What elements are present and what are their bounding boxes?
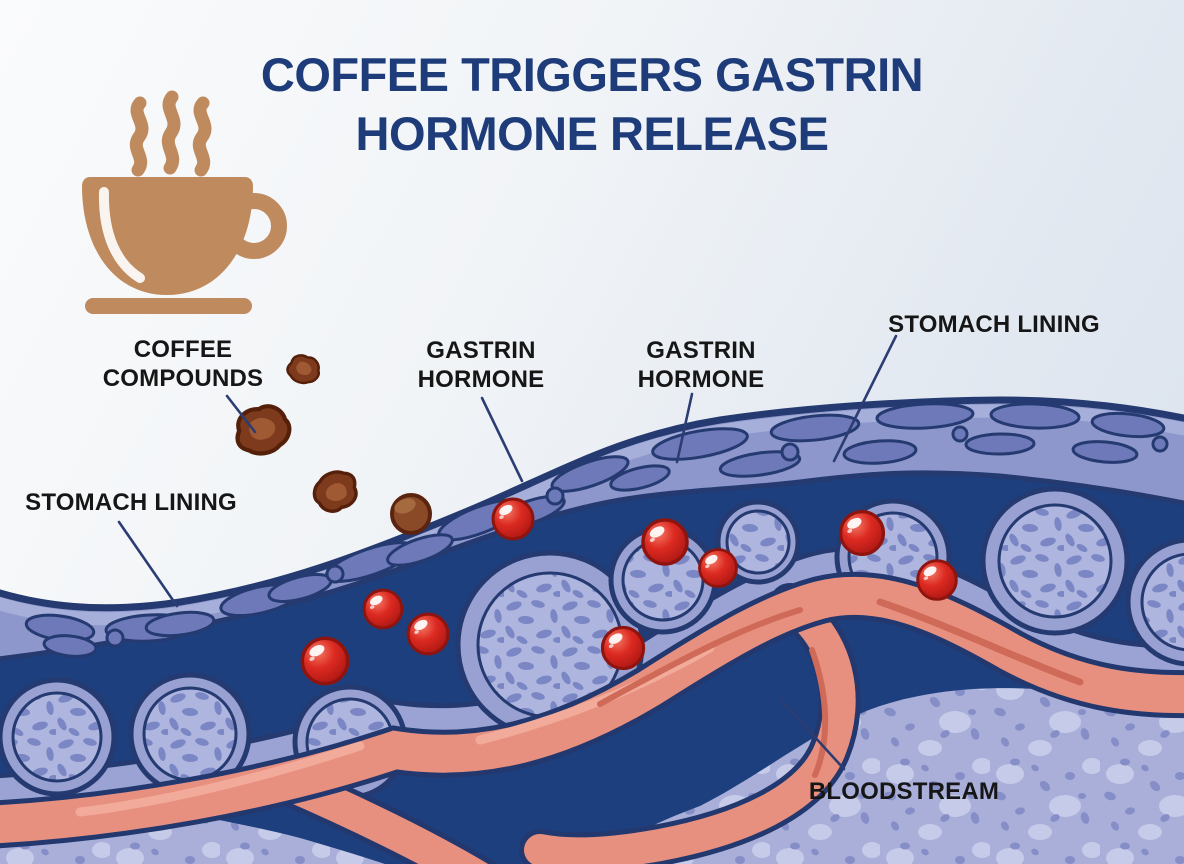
hormone-dot [916, 559, 958, 601]
blood-vessels [0, 571, 1184, 864]
coffee-compound-blob [283, 350, 325, 389]
label-gastrin-hormone-left: GASTRIN HORMONE [417, 337, 545, 393]
page-title: COFFEE TRIGGERS GASTRIN HORMONE RELEASE [0, 46, 1184, 164]
hormone-dot [838, 509, 886, 557]
leader-lines [117, 334, 898, 771]
coffee-compound-blob [233, 403, 293, 457]
title-line-2: HORMONE RELEASE [355, 106, 830, 160]
bloodstream-tissue [0, 688, 1184, 864]
cup-saucer [85, 298, 252, 314]
tissue-cell [980, 486, 1130, 636]
lining-cells [24, 402, 1169, 658]
leader-line-bloodstream [780, 699, 846, 771]
blood-vessel [519, 583, 861, 864]
coffee-compound-ball [390, 493, 432, 535]
title-line-1: COFFEE TRIGGERS GASTRIN [260, 48, 924, 101]
coffee-cup-icon [82, 90, 287, 314]
leader-line-coffee-compounds [225, 394, 257, 434]
steam-icon [129, 90, 212, 177]
hormone-dot [698, 548, 738, 588]
cup-highlight [98, 187, 145, 283]
hormone-dot [641, 518, 689, 566]
tissue-cell [0, 677, 117, 797]
hormone-dot [600, 625, 646, 671]
coffee-compound-blob [307, 464, 364, 518]
leader-line-gastrin-right [675, 392, 694, 464]
label-stomach-lining-right: STOMACH LINING [888, 311, 1100, 338]
leader-line-stomach-lining-right [832, 334, 898, 463]
tissue-cell [1125, 537, 1184, 667]
label-gastrin-hormone-right: GASTRIN HORMONE [637, 337, 765, 393]
label-coffee-compounds: COFFEE COMPOUNDS [102, 336, 264, 392]
blood-vessel [0, 571, 1184, 849]
leader-line-stomach-lining-left [117, 520, 179, 608]
lining-top-edge [0, 396, 1184, 612]
label-stomach-lining-left: STOMACH LINING [25, 489, 237, 516]
hormone-dot [300, 636, 350, 686]
stomach-lining-band [0, 396, 1184, 662]
hormone-dot [406, 612, 450, 656]
hormone-dot [491, 497, 535, 541]
coffee-compounds-group [233, 350, 432, 535]
leader-line-gastrin-left [480, 396, 524, 483]
hormone-dot [362, 588, 404, 630]
label-bloodstream: BLOODSTREAM [808, 778, 1000, 805]
tissue-cell [715, 499, 801, 585]
